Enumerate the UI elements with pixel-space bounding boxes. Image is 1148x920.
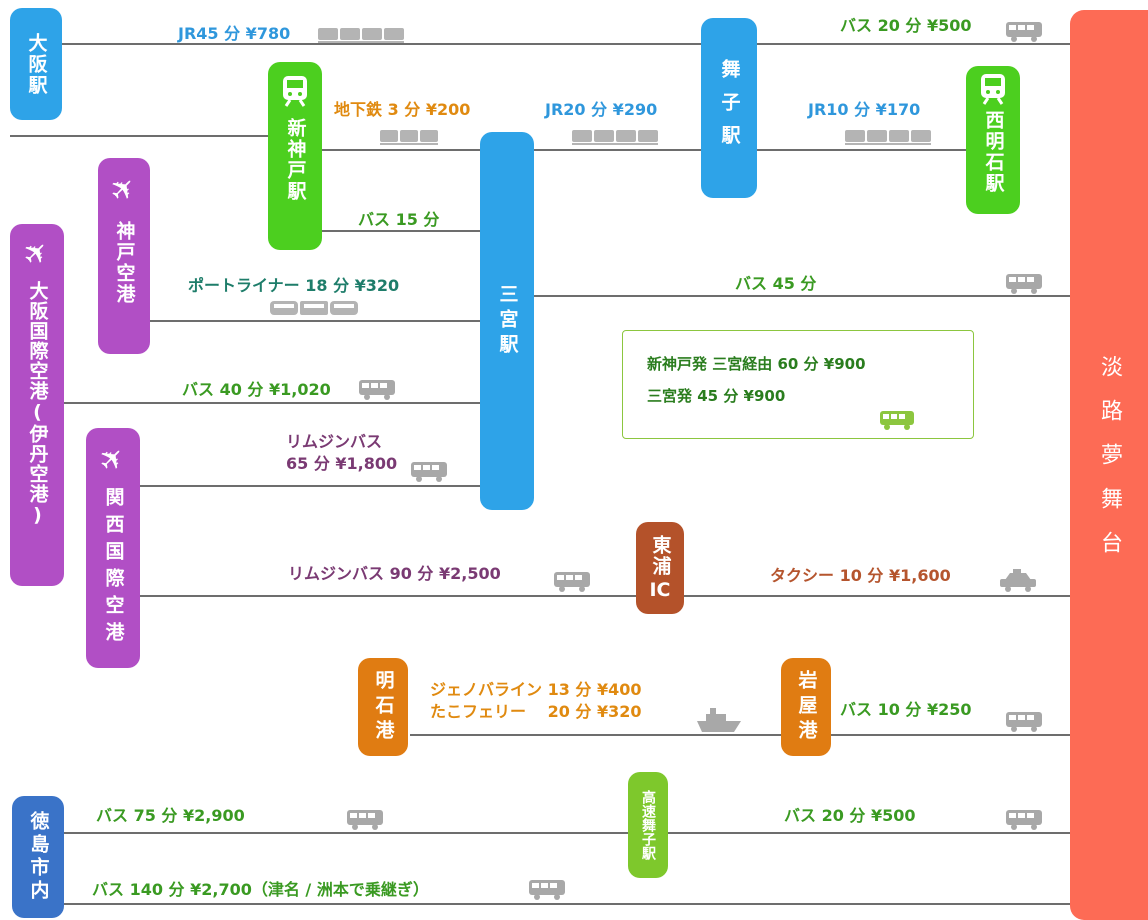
- portliner-icon: [270, 301, 358, 315]
- maiko-station-node[interactable]: 舞子駅: [701, 18, 757, 198]
- itami-airport-label: 大阪国際空港(伊丹空港): [26, 281, 49, 527]
- route-label-tokushima-bus: バス 75 分 ¥2,900: [96, 806, 245, 825]
- tokushima-node[interactable]: 徳島市内: [12, 796, 64, 918]
- tokushima-label: 徳島市内: [27, 811, 50, 903]
- awaji-yumebutai-node[interactable]: 淡路夢舞台: [1070, 10, 1148, 920]
- route-label-kansai-limousine: リムジンバス 90 分 ¥2,500: [288, 564, 501, 583]
- shinkobe-station-node[interactable]: 新神戸駅: [268, 62, 322, 250]
- train-icon: [572, 130, 658, 145]
- route-line-sannomiya-maiko: [532, 149, 704, 151]
- bus-icon: [1006, 712, 1042, 732]
- bus-icon: [1006, 274, 1042, 294]
- route-line-maiko-nishiakashi: [755, 149, 970, 151]
- route-label-osaka-jr: JR45 分 ¥780: [178, 24, 291, 43]
- route-label-taxi: タクシー 10 分 ¥1,600: [770, 566, 951, 585]
- route-label-bus45: バス 45 分: [735, 274, 817, 293]
- route-label-portliner: ポートライナー 18 分 ¥320: [188, 276, 400, 295]
- airplane-icon: ✈: [15, 232, 59, 275]
- route-line-limousine: [138, 485, 482, 487]
- route-line-bus15: [320, 230, 482, 232]
- iwaya-port-label: 岩屋港: [795, 669, 818, 745]
- route-line-bus45: [532, 295, 1075, 297]
- route-line-osaka: [60, 43, 1075, 45]
- route-line-iwaya: [830, 734, 1075, 736]
- info-line-1: 新神戸発 三宮経由 60 分 ¥900: [647, 355, 866, 373]
- taxi-icon: [1000, 569, 1036, 592]
- osaka-station-label: 大阪駅: [25, 32, 48, 96]
- route-label-kosoku-bus: バス 20 分 ¥500: [784, 806, 916, 825]
- kobe-airport-node[interactable]: ✈ 神戸空港: [98, 158, 150, 354]
- route-line-kansai: [138, 595, 1075, 597]
- route-label-jr10: JR10 分 ¥170: [808, 100, 921, 119]
- nishiakashi-station-label: 西明石駅: [982, 110, 1005, 194]
- ferry-icon: [697, 708, 741, 732]
- route-label-maiko-bus: バス 20 分 ¥500: [840, 16, 972, 35]
- itami-airport-node[interactable]: ✈ 大阪国際空港(伊丹空港): [10, 224, 64, 586]
- route-line-tokushima-2: [60, 903, 1075, 905]
- route-label-bus15: バス 15 分: [358, 210, 440, 229]
- route-label-ferry-2: たこフェリー 20 分 ¥320: [430, 702, 642, 721]
- route-label-limousine-1: リムジンバス: [286, 432, 383, 451]
- shinkobe-station-label: 新神戸駅: [284, 118, 307, 202]
- sannomiya-station-label: 三宮駅: [496, 283, 519, 359]
- bus-icon: [411, 462, 447, 482]
- route-line-portliner: [150, 320, 482, 322]
- train-icon: [318, 28, 404, 43]
- route-line-shinkobe-sannomiya: [320, 149, 482, 151]
- route-line-itami: [60, 402, 482, 404]
- route-line-shinkobe: [10, 135, 272, 137]
- kosoku-maiko-label: 高速舞子駅: [640, 790, 656, 860]
- higashiura-ic-label: 東浦: [649, 535, 672, 577]
- info-line-2: 三宮発 45 分 ¥900: [647, 387, 786, 405]
- bus-icon: [1006, 810, 1042, 830]
- awaji-yumebutai-label: 淡路夢舞台: [1097, 355, 1122, 575]
- bus-icon: [359, 380, 395, 400]
- airplane-icon: ✈: [102, 168, 146, 211]
- iwaya-port-node[interactable]: 岩屋港: [781, 658, 831, 756]
- bus-icon: [347, 810, 383, 830]
- akashi-port-node[interactable]: 明石港: [358, 658, 408, 756]
- kansai-airport-node[interactable]: ✈ 関西国際空港: [86, 428, 140, 668]
- route-label-subway: 地下鉄 3 分 ¥200: [334, 100, 471, 119]
- bus-icon: [554, 572, 590, 592]
- akashi-port-label: 明石港: [372, 669, 395, 745]
- higashiura-ic-suffix: IC: [649, 579, 671, 601]
- higashiura-ic-node[interactable]: 東浦 IC: [636, 522, 684, 614]
- bus-icon: [880, 411, 914, 430]
- route-label-iwaya-bus: バス 10 分 ¥250: [840, 700, 972, 719]
- bus-icon: [529, 880, 565, 900]
- train-icon: [845, 130, 931, 145]
- kansai-airport-label: 関西国際空港: [102, 487, 125, 649]
- train-icon: [283, 76, 307, 107]
- maiko-station-label: 舞子駅: [718, 58, 741, 158]
- route-label-tokushima-bus2: バス 140 分 ¥2,700（津名 / 洲本で乗継ぎ）: [92, 880, 429, 899]
- airplane-icon: ✈: [91, 438, 135, 481]
- route-label-limousine-2: 65 分 ¥1,800: [286, 454, 398, 473]
- route-label-itami-bus: バス 40 分 ¥1,020: [182, 380, 331, 399]
- kobe-airport-label: 神戸空港: [113, 221, 136, 305]
- train-icon: [380, 130, 438, 145]
- bus-icon: [1006, 22, 1042, 42]
- sannomiya-station-node[interactable]: 三宮駅: [480, 132, 534, 510]
- route-line-ferry: [410, 734, 785, 736]
- route-line-tokushima-1: [60, 832, 1075, 834]
- kosoku-maiko-node[interactable]: 高速舞子駅: [628, 772, 668, 878]
- nishiakashi-station-node[interactable]: 西明石駅: [966, 66, 1020, 214]
- express-bus-info-box: 新神戸発 三宮経由 60 分 ¥900 三宮発 45 分 ¥900: [622, 330, 974, 439]
- osaka-station-node[interactable]: 大阪駅: [10, 8, 62, 120]
- route-label-ferry-1: ジェノバライン 13 分 ¥400: [430, 680, 642, 699]
- route-label-jr20: JR20 分 ¥290: [545, 100, 658, 119]
- train-icon: [981, 74, 1005, 105]
